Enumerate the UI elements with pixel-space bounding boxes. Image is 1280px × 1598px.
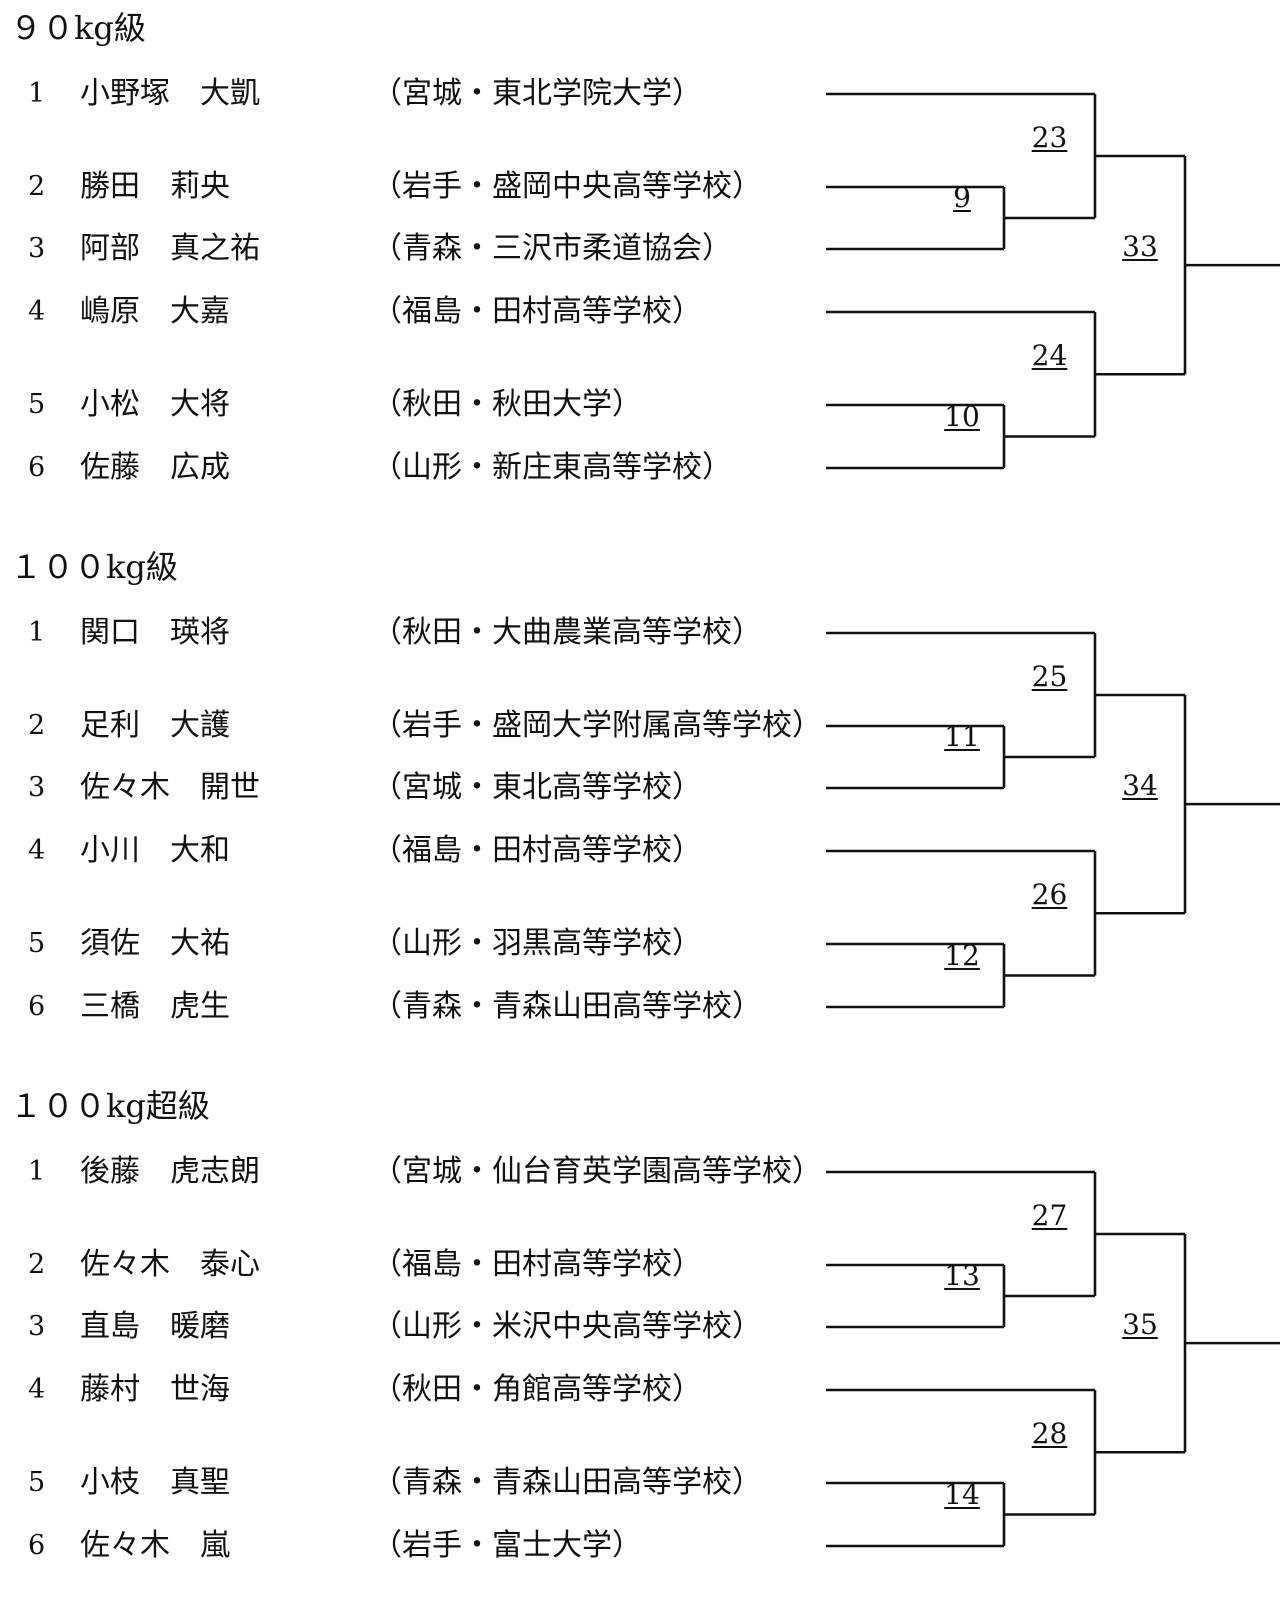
match-number: 26: [1031, 878, 1068, 912]
competitor-name: 小枝 真聖: [80, 1465, 230, 1500]
competitor-name: 佐々木 開世: [80, 770, 260, 805]
competitor-affiliation: （福島・田村高等学校）: [372, 294, 702, 329]
seed-number: 4: [28, 296, 46, 327]
seed-number: 1: [28, 78, 46, 109]
competitor-row: 5 須佐 大祐 （山形・羽黒高等学校）: [0, 924, 820, 964]
competitor-row: 6 三橋 虎生 （青森・青森山田高等学校）: [0, 987, 820, 1027]
bracket-section-over-100kg: １００kg超級 1 後藤 虎志朗 （宮城・仙台育英学園高等学校） 2 佐々木 泰心 （福島…: [0, 1078, 1280, 1598]
competitor-row: 3 佐々木 開世 （宮城・東北高等学校）: [0, 768, 820, 808]
section-title: ９０kg級: [10, 9, 146, 47]
match-number: 25: [1031, 660, 1068, 693]
competitor-row: 2 足利 大護 （岩手・盛岡大学附属高等学校）: [0, 706, 822, 746]
competitor-affiliation: （岩手・富士大学）: [372, 1528, 642, 1563]
bracket-lines: [826, 92, 1280, 470]
competitor-affiliation: （岩手・盛岡中央高等学校）: [372, 169, 762, 204]
match-number: 11: [944, 720, 980, 753]
competitor-row: 3 直島 暖磨 （山形・米沢中央高等学校）: [0, 1307, 820, 1347]
bracket-section-100kg: １００kg級 1 関口 瑛将 （秋田・大曲農業高等学校） 2 足利 大護 （岩手・盛岡大学…: [0, 539, 1280, 1059]
seed-number: 5: [28, 1467, 46, 1498]
competitor-name: 後藤 虎志朗: [80, 1154, 260, 1189]
bracket-lines: [826, 631, 1280, 1009]
competitor-row: 4 藤村 世海 （秋田・角館高等学校）: [0, 1370, 820, 1410]
match-number: 35: [1122, 1308, 1158, 1342]
competitor-affiliation: （福島・田村高等学校）: [372, 833, 702, 868]
competitor-row: 1 小野塚 大凱 （宮城・東北学院大学）: [0, 74, 820, 114]
match-number: 28: [1031, 1417, 1068, 1451]
match-number: 23: [1031, 121, 1068, 154]
match-number: 10: [944, 399, 980, 433]
competitor-affiliation: （山形・羽黒高等学校）: [372, 926, 702, 961]
seed-number: 1: [28, 617, 46, 648]
competitor-row: 5 小松 大将 （秋田・秋田大学）: [0, 385, 820, 425]
seed-number: 3: [28, 1311, 46, 1342]
competitor-name: 小松 大将: [80, 387, 230, 422]
seed-number: 6: [28, 991, 46, 1022]
competitor-row: 4 嶋原 大嘉 （福島・田村高等学校）: [0, 292, 820, 332]
competitor-affiliation: （岩手・盛岡大学附属高等学校）: [372, 708, 822, 743]
competitor-name: 藤村 世海: [80, 1372, 230, 1407]
seed-number: 1: [28, 1156, 46, 1187]
section-title: １００kg超級: [10, 1087, 210, 1125]
competitor-name: 足利 大護: [80, 708, 230, 743]
competitor-affiliation: （福島・田村高等学校）: [372, 1247, 702, 1282]
competitor-affiliation: （山形・米沢中央高等学校）: [372, 1309, 762, 1344]
match-number: 14: [944, 1477, 980, 1511]
seed-number: 3: [28, 233, 46, 264]
competitor-affiliation: （宮城・東北学院大学）: [372, 76, 702, 111]
seed-number: 2: [28, 710, 46, 741]
competitor-name: 阿部 真之祐: [80, 231, 260, 266]
seed-number: 4: [28, 1374, 46, 1405]
competitor-name: 佐々木 泰心: [80, 1247, 260, 1282]
competitor-name: 佐藤 広成: [80, 450, 230, 485]
seed-number: 2: [28, 1249, 46, 1280]
match-number: 9: [953, 181, 971, 214]
competitor-row: 6 佐藤 広成 （山形・新庄東高等学校）: [0, 448, 820, 488]
competitor-row: 3 阿部 真之祐 （青森・三沢市柔道協会）: [0, 229, 820, 269]
competitor-row: 2 勝田 莉央 （岩手・盛岡中央高等学校）: [0, 167, 820, 207]
competitor-row: 5 小枝 真聖 （青森・青森山田高等学校）: [0, 1463, 820, 1503]
match-number: 12: [944, 938, 980, 972]
competitor-affiliation: （青森・青森山田高等学校）: [372, 1465, 762, 1500]
competitor-affiliation: （秋田・秋田大学）: [372, 387, 642, 422]
competitor-row: 2 佐々木 泰心 （福島・田村高等学校）: [0, 1245, 820, 1285]
competitor-affiliation: （宮城・仙台育英学園高等学校）: [372, 1154, 822, 1189]
competitor-row: 1 関口 瑛将 （秋田・大曲農業高等学校）: [0, 613, 820, 653]
match-number: 27: [1031, 1199, 1068, 1232]
seed-number: 4: [28, 835, 46, 866]
seed-number: 6: [28, 1530, 46, 1561]
match-number: 33: [1122, 230, 1158, 264]
match-number: 34: [1122, 769, 1158, 803]
competitor-row: 6 佐々木 嵐 （岩手・富士大学）: [0, 1526, 820, 1566]
match-number: 24: [1031, 339, 1068, 373]
competitor-affiliation: （青森・青森山田高等学校）: [372, 989, 762, 1024]
competitor-name: 関口 瑛将: [80, 615, 230, 650]
seed-number: 6: [28, 452, 46, 483]
seed-number: 5: [28, 389, 46, 420]
competitor-affiliation: （山形・新庄東高等学校）: [372, 450, 732, 485]
competitor-name: 直島 暖磨: [80, 1309, 230, 1344]
competitor-name: 三橋 虎生: [80, 989, 230, 1024]
competitor-affiliation: （秋田・大曲農業高等学校）: [372, 615, 762, 650]
seed-number: 5: [28, 928, 46, 959]
competitor-affiliation: （宮城・東北高等学校）: [372, 770, 702, 805]
match-number: 13: [944, 1259, 980, 1292]
competitor-name: 須佐 大祐: [80, 926, 230, 961]
competitor-row: 1 後藤 虎志朗 （宮城・仙台育英学園高等学校）: [0, 1152, 822, 1192]
competitor-name: 小野塚 大凱: [80, 76, 260, 111]
competitor-name: 嶋原 大嘉: [80, 294, 230, 329]
competitor-name: 小川 大和: [80, 833, 230, 868]
competitor-name: 勝田 莉央: [80, 169, 230, 204]
competitor-row: 4 小川 大和 （福島・田村高等学校）: [0, 831, 820, 871]
bracket-section-90kg: ９０kg級 1 小野塚 大凱 （宮城・東北学院大学） 2 勝田 莉央 （岩手・盛岡中央高等…: [0, 0, 1280, 520]
bracket-lines: [826, 1170, 1280, 1548]
competitor-affiliation: （青森・三沢市柔道協会）: [372, 231, 732, 266]
seed-number: 2: [28, 171, 46, 202]
section-title: １００kg級: [10, 548, 178, 586]
seed-number: 3: [28, 772, 46, 803]
competitor-name: 佐々木 嵐: [80, 1528, 230, 1563]
competitor-affiliation: （秋田・角館高等学校）: [372, 1372, 702, 1407]
